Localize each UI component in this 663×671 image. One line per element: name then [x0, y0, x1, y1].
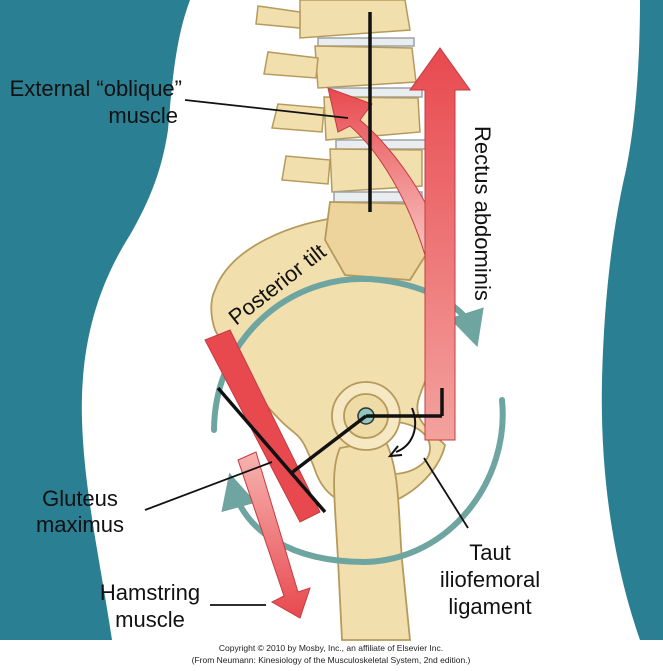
- hamstring-label-line1: Hamstring: [100, 580, 200, 605]
- gluteus-maximus-label-line1: Gluteus: [42, 486, 118, 511]
- vertebra-icon: [255, 0, 411, 39]
- rectus-abdominis-label: Rectus abdominis: [470, 126, 495, 301]
- femur-bone: [331, 381, 411, 641]
- gluteus-maximus-label-line2: maximus: [36, 512, 124, 537]
- curved-arrow-icon: [221, 397, 506, 566]
- lumbar-spine: [255, 0, 427, 203]
- copyright-line: Copyright © 2010 by Mosby, Inc., an affi…: [219, 643, 443, 653]
- hamstring-arrow: [237, 451, 311, 619]
- external-oblique-label-line2: muscle: [108, 103, 178, 128]
- external-oblique-label-line1: External “oblique”: [10, 76, 182, 101]
- rectus-abdominis-arrow: [409, 47, 471, 441]
- hamstring-label-line2: muscle: [115, 607, 185, 632]
- source-citation-line: (From Neumann: Kinesiology of the Muscul…: [192, 655, 471, 665]
- arrow-icon: [237, 451, 311, 619]
- iliofemoral-ligament-arc: [395, 407, 417, 453]
- iliofemoral-label-line2: iliofemoral: [440, 567, 540, 592]
- external-oblique-arrow: [327, 87, 446, 256]
- iliofemoral-label-line3: ligament: [448, 594, 531, 619]
- leader-lines: [144, 99, 469, 606]
- iliofemoral-label-line1: Taut: [469, 540, 511, 565]
- arrow-icon: [409, 47, 471, 441]
- lever-arms: [216, 12, 444, 514]
